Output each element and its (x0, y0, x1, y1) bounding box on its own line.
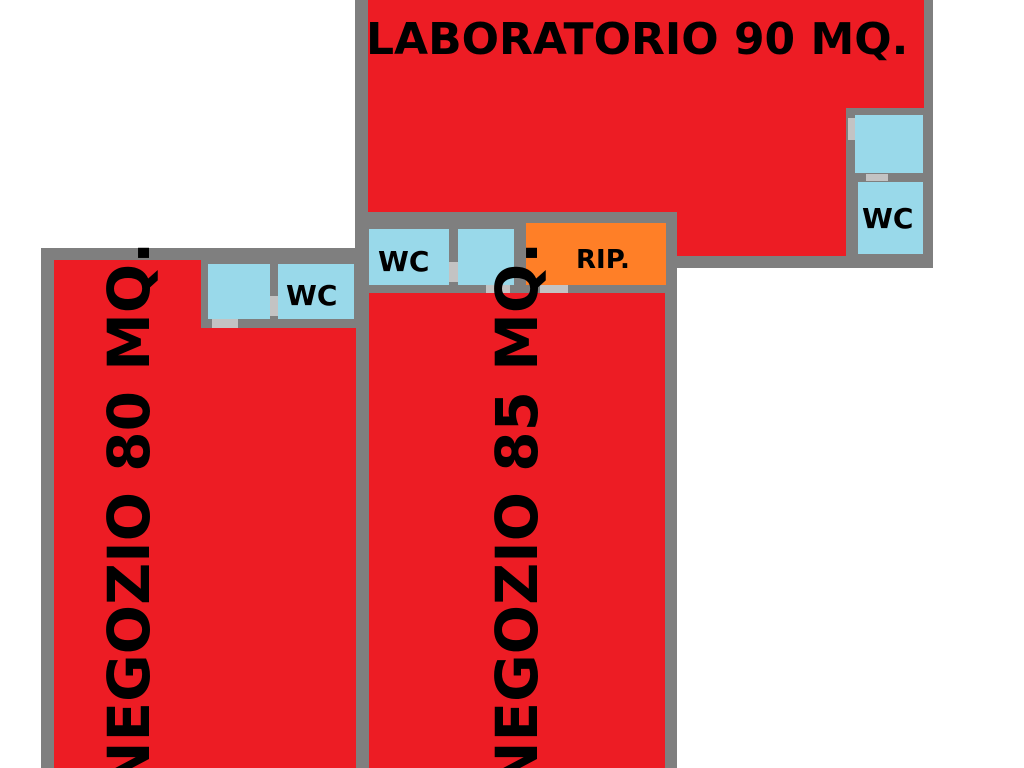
wc-negozio-80-label: WC (286, 279, 338, 312)
negozio-80-room (54, 260, 356, 768)
laboratorio-label: LABORATORIO 90 MQ. (366, 14, 909, 65)
wc-negozio-85-room (369, 229, 449, 285)
wc-lab-inner-door (866, 174, 888, 181)
ripostiglio-door (540, 285, 568, 293)
negozio-85-room (369, 293, 665, 768)
wc-negozio-80-room (278, 264, 354, 319)
wc-lab-antebath (855, 115, 923, 173)
wc-negozio-80-antebath (208, 264, 270, 319)
wc-negozio-85-label: WC (378, 245, 430, 278)
wc-lab-room (858, 182, 923, 254)
negozio-80-label: NEGOZIO 80 MQ. (95, 241, 163, 768)
wc-lab-door (848, 118, 855, 140)
wc-lab-label: WC (862, 202, 914, 235)
negozio-85-label: NEGOZIO 85 MQ. (483, 241, 551, 768)
wc-negozio-85-door (449, 262, 458, 282)
ripostiglio-room (526, 223, 666, 285)
ripostiglio-label: RIP. (576, 245, 630, 275)
wc-negozio-85-antebath (458, 229, 514, 285)
wc-negozio-80-inner-door (270, 296, 278, 316)
wc-negozio-85-outer-door (486, 285, 510, 293)
wc-negozio-80-door (212, 319, 238, 328)
